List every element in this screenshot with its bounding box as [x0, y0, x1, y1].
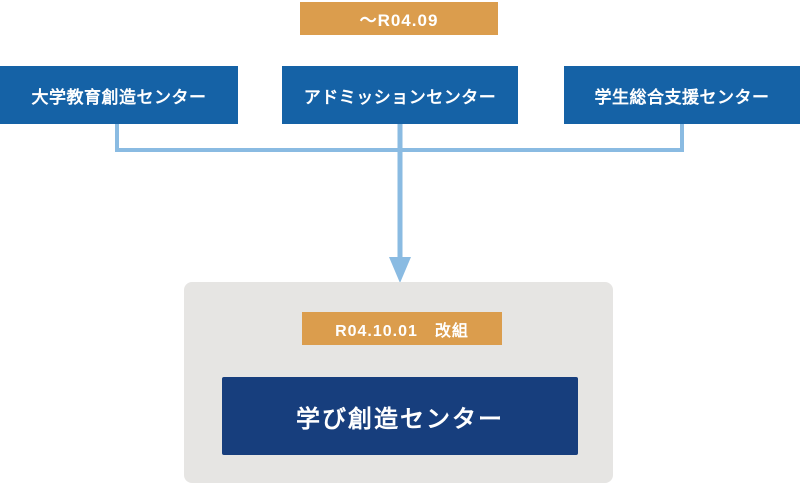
box-student-support-center: 学生総合支援センター — [564, 66, 800, 124]
reorg-date-badge: R04.10.01 改組 — [302, 312, 502, 345]
arrow-down-icon — [389, 257, 411, 283]
box-university-education-creation-center: 大学教育創造センター — [0, 66, 238, 124]
box-admission-center: アドミッションセンター — [282, 66, 518, 124]
period-badge: ～R04.09 — [300, 2, 498, 35]
after-panel: R04.10.01 改組 学び創造センター — [184, 282, 613, 483]
box-learning-creation-center: 学び創造センター — [222, 377, 578, 455]
